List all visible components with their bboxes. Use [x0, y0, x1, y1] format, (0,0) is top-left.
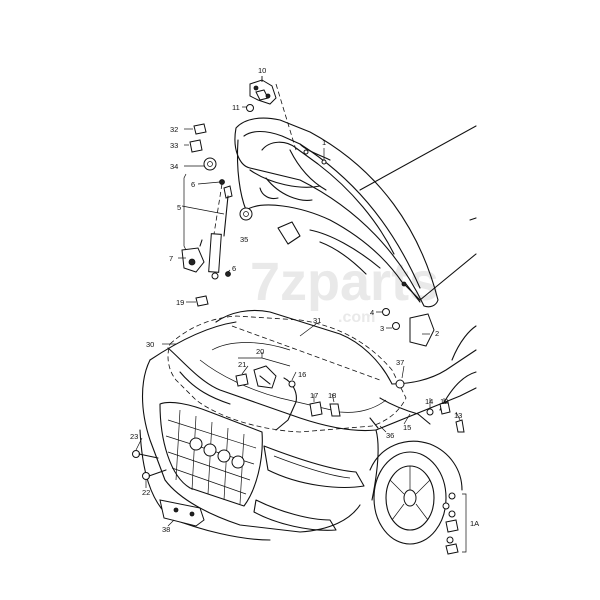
bolt-22[interactable] — [142, 469, 167, 480]
grommet-34[interactable] — [203, 157, 217, 171]
callout-7: 7 — [169, 254, 173, 263]
part-14[interactable] — [426, 408, 434, 416]
callout-34: 34 — [170, 162, 178, 171]
callout-15: 15 — [403, 423, 411, 432]
hood-lock-20[interactable] — [253, 365, 277, 389]
seal-31 — [231, 325, 381, 381]
callout-11: 11 — [232, 103, 240, 112]
grommet-35[interactable] — [239, 207, 253, 221]
leader-lines — [135, 76, 461, 527]
callout-13: 13 — [454, 411, 462, 420]
part-37[interactable] — [395, 379, 405, 389]
nut-11[interactable] — [246, 104, 254, 112]
callout-14: 14 — [425, 397, 433, 406]
callout-37: 37 — [396, 358, 404, 367]
bracket-7[interactable] — [181, 239, 205, 273]
hinge-10[interactable] — [249, 79, 277, 105]
buffer-33[interactable] — [189, 139, 203, 153]
callout-32: 32 — [170, 125, 178, 134]
callout-31: 31 — [313, 316, 321, 325]
callout-12: 12 — [440, 397, 448, 406]
callout-36: 36 — [386, 431, 394, 440]
callout-33: 33 — [170, 141, 178, 150]
bracket-38[interactable] — [159, 499, 205, 527]
seal-30 — [167, 315, 407, 433]
callout-38: 38 — [162, 525, 170, 534]
callout-3: 3 — [380, 324, 384, 333]
callout-35: 35 — [240, 235, 248, 244]
radiator-grille — [159, 401, 263, 507]
callout-16: 16 — [298, 370, 306, 379]
callout-10: 10 — [258, 66, 266, 75]
callout-1A: 1A — [470, 519, 479, 528]
callout-18: 18 — [328, 391, 336, 400]
part-36[interactable] — [369, 417, 379, 429]
part-19[interactable] — [195, 295, 209, 307]
part-13[interactable] — [455, 419, 465, 433]
bolt-3[interactable] — [392, 322, 400, 330]
parts-kit-1A[interactable] — [442, 492, 459, 555]
part-12[interactable] — [439, 401, 451, 415]
gas-strut-5[interactable] — [208, 185, 233, 280]
callout-20: 20 — [256, 347, 264, 356]
callout-21: 21 — [238, 360, 246, 369]
clip-6-lower[interactable] — [225, 271, 231, 277]
callout-30: 30 — [146, 340, 154, 349]
callout-17: 17 — [310, 391, 318, 400]
callout-4: 4 — [370, 308, 374, 317]
lock-bracket-2[interactable] — [401, 281, 435, 347]
callout-5: 5 — [177, 203, 181, 212]
part-17[interactable] — [309, 401, 323, 417]
windshield-edge — [359, 125, 477, 191]
cable-15[interactable] — [379, 397, 431, 425]
callout-2: 2 — [435, 329, 439, 338]
part-21[interactable] — [235, 373, 249, 387]
buffer-32[interactable] — [193, 123, 207, 135]
callout-22: 22 — [142, 488, 150, 497]
callout-19: 19 — [176, 298, 184, 307]
watermark-domain: .com — [338, 309, 375, 326]
hood — [234, 117, 439, 308]
part-18[interactable] — [329, 403, 341, 417]
front-wheel — [373, 451, 447, 545]
clip-6-upper[interactable] — [219, 179, 225, 185]
nut-4[interactable] — [382, 308, 390, 316]
callout-23: 23 — [130, 432, 138, 441]
callout-6a: 6 — [191, 180, 195, 189]
bolt-23[interactable] — [132, 450, 159, 459]
callout-6b: 6 — [232, 264, 236, 273]
cable-16[interactable] — [275, 377, 297, 431]
headlight — [263, 445, 365, 488]
callout-1: 1 — [322, 138, 326, 147]
